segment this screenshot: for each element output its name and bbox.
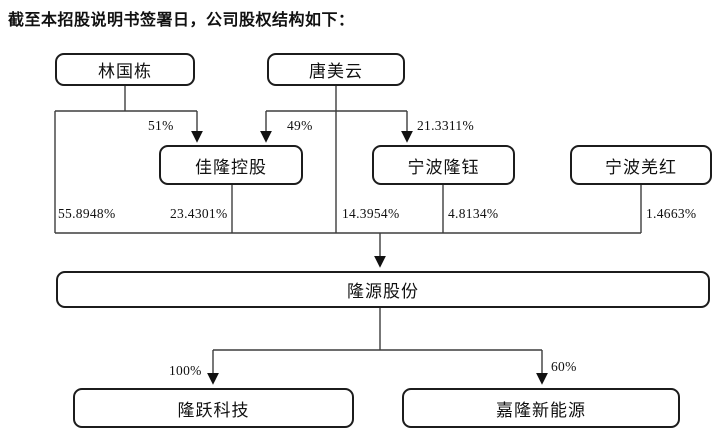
pct-tang-to-longyuan: 14.3954% xyxy=(341,206,401,221)
node-tang-meiyun: 唐美云 xyxy=(267,53,405,86)
pct-lin-to-jialong: 51% xyxy=(147,118,175,133)
node-jialong-new-energy: 嘉隆新能源 xyxy=(402,388,680,428)
node-jialong-holding: 佳隆控股 xyxy=(159,145,303,185)
diagram-caption: 截至本招股说明书签署日，公司股权结构如下： xyxy=(8,12,355,29)
pct-qianghong-to-longyuan: 1.4663% xyxy=(645,206,698,221)
node-lin-guodong: 林国栋 xyxy=(55,53,195,86)
node-ningbo-longyu: 宁波隆钰 xyxy=(372,145,515,185)
pct-tang-to-jialong: 49% xyxy=(286,118,314,133)
pct-longyuan-to-jialongne: 60% xyxy=(550,359,578,374)
pct-lin-to-longyuan: 55.8948% xyxy=(57,206,117,221)
node-ningbo-qianghong: 宁波羌红 xyxy=(570,145,712,185)
pct-longyuan-to-longyue: 100% xyxy=(168,363,203,378)
node-longyue-tech: 隆跃科技 xyxy=(73,388,354,428)
node-longyuan-shares: 隆源股份 xyxy=(56,271,710,308)
pct-jialong-to-longyuan: 23.4301% xyxy=(169,206,229,221)
pct-tang-to-longyu: 21.3311% xyxy=(416,118,476,133)
pct-longyu-to-longyuan: 4.8134% xyxy=(447,206,500,221)
